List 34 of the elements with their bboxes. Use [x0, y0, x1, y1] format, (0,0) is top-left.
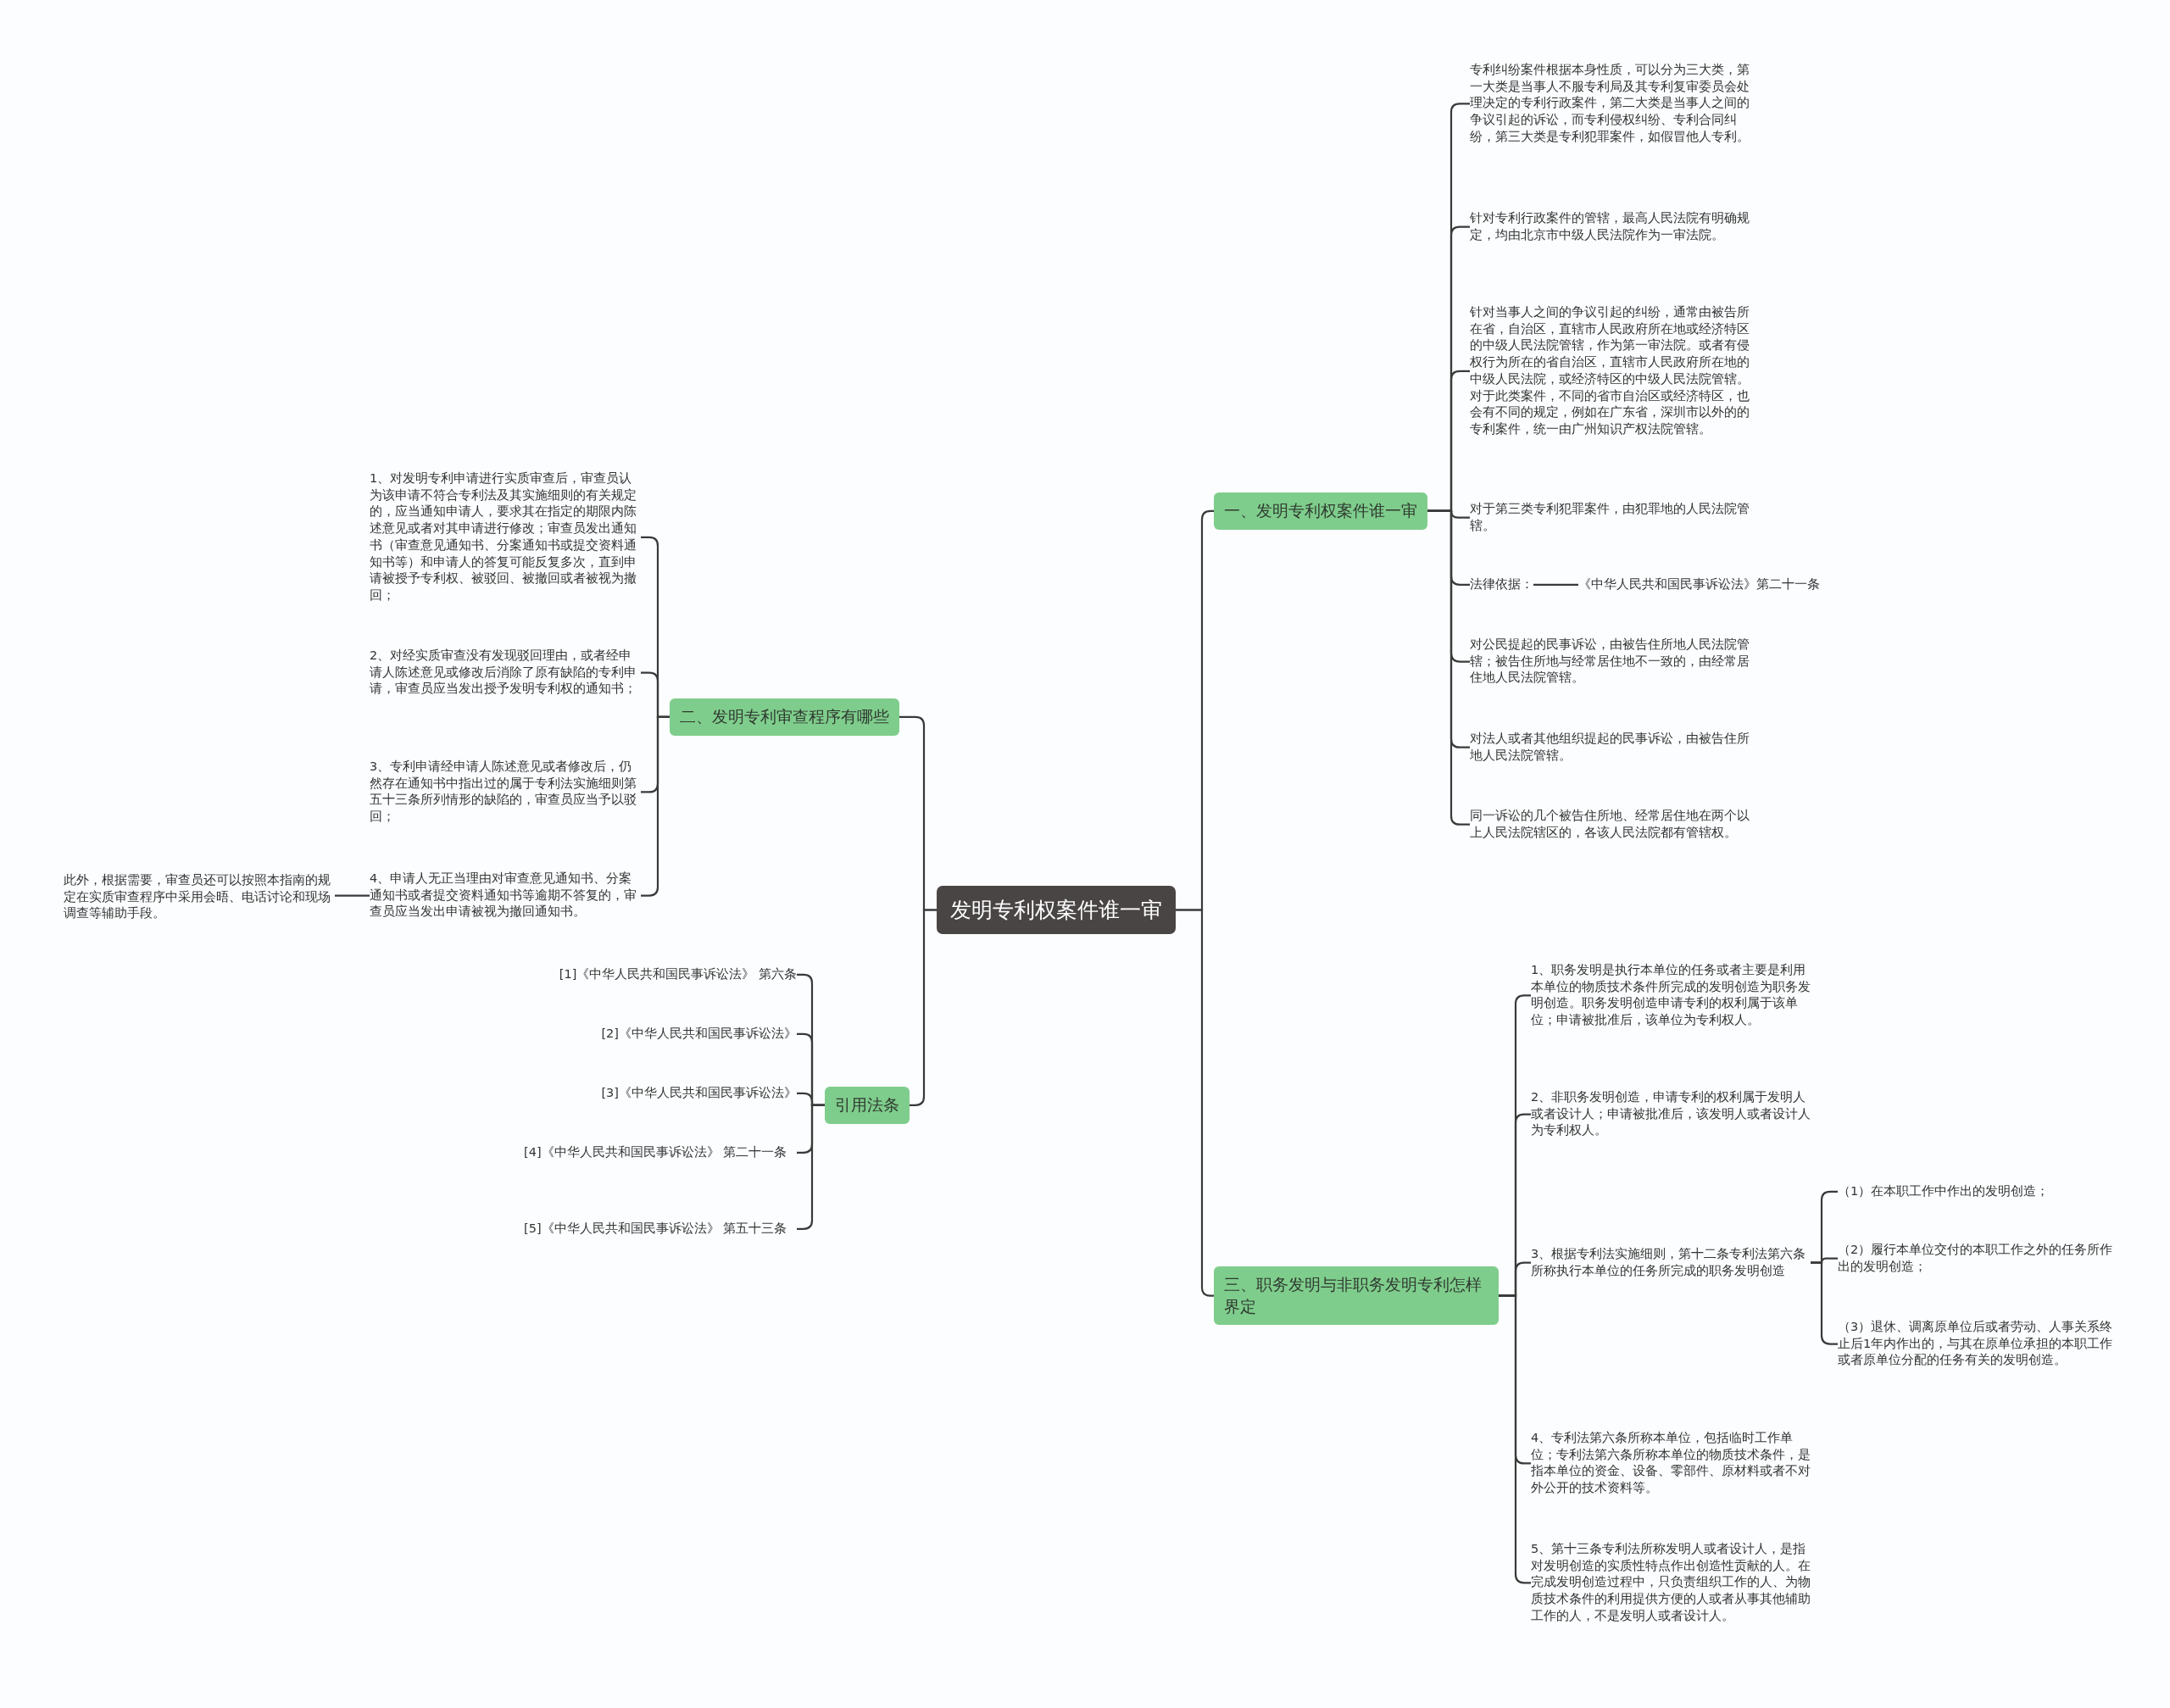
note-text: 4、申请人无正当理由对审查意见通知书、分案通知书或者提交资料通知书等逾期不答复的，审查员应当发出申请被视为撤回通知书。	[370, 871, 641, 921]
topic-box: 一、发明专利权案件谁一审	[1214, 492, 1427, 530]
note-text: [3]《中华人民共和国民事诉讼法》	[601, 1085, 797, 1102]
topic-box: 引用法条	[825, 1087, 910, 1124]
note-text: [1]《中华人民共和国民事诉讼法》 第六条	[559, 966, 797, 983]
note-text: （2）履行本单位交付的本职工作之外的任务所作出的发明创造；	[1838, 1242, 2117, 1276]
topic-box: 三、职务发明与非职务发明专利怎样界定	[1214, 1266, 1499, 1326]
note-text: 1、职务发明是执行本单位的任务或者主要是利用本单位的物质技术条件所完成的发明创造为职务发明创造。职务发明创造申请专利的权利属于该单位；申请被批准后，该单位为专利权人。	[1531, 962, 1811, 1029]
note-text: 对公民提起的民事诉讼，由被告住所地人民法院管辖；被告住所地与经常居住地不一致的，由经常居住地人民法院管辖。	[1470, 637, 1750, 687]
note-text: 3、根据专利法实施细则，第十二条专利法第六条所称执行本单位的任务所完成的职务发明创造	[1531, 1246, 1811, 1280]
note-text: [4]《中华人民共和国民事诉讼法》 第二十一条	[524, 1144, 797, 1161]
note-text: 2、非职务发明创造，申请专利的权利属于发明人或者设计人；申请被批准后，该发明人或者设计人为专利权人。	[1531, 1089, 1811, 1140]
note-text: 2、对经实质审查没有发现驳回理由，或者经申请人陈述意见或修改后消除了原有缺陷的专利申请，审查员应当发出授予发明专利权的通知书；	[370, 648, 641, 698]
note-text: [2]《中华人民共和国民事诉讼法》	[601, 1026, 797, 1043]
topic-box: 二、发明专利审查程序有哪些	[670, 698, 899, 736]
connector-line	[335, 894, 370, 897]
note-text: 同一诉讼的几个被告住所地、经常居住地在两个以上人民法院辖区的，各该人民法院都有管辖权。	[1470, 808, 1750, 842]
note-text: （1）在本职工作中作出的发明创造；	[1838, 1183, 2117, 1200]
note-text: 专利纠纷案件根据本身性质，可以分为三大类，第一大类是当事人不服专利局及其专利复审委员会处理决定的专利行政案件，第二大类是当事人之间的争议引起的诉讼，而专利侵权纠纷、专利合同纠纷，第三大类是专利犯罪案件，如假冒他人专利。	[1470, 62, 1750, 146]
note-text: 对法人或者其他组织提起的民事诉讼，由被告住所地人民法院管辖。	[1470, 731, 1750, 765]
note-text: 4、专利法第六条所称本单位，包括临时工作单位；专利法第六条所称本单位的物质技术条件，是指本单位的资金、设备、零部件、原材料或者不对外公开的技术资料等。	[1531, 1430, 1811, 1497]
connector-line	[1533, 583, 1578, 586]
note-text: 1、对发明专利申请进行实质审查后，审查员认为该申请不符合专利法及其实施细则的有关规定的，应当通知申请人，要求其在指定的期限内陈述意见或者对其申请进行修改；审查员发出通知书（审查意见通知书、分案通知书或提交资料通知书等）和申请人的答复可能反复多次，直到申请被授予专利权、被驳回、被撤回或者被视为撤回；	[370, 470, 641, 604]
note-text: 对于第三类专利犯罪案件，由犯罪地的人民法院管辖。	[1470, 501, 1750, 535]
central-topic: 发明专利权案件谁一审	[937, 886, 1176, 934]
note-text: 《中华人民共和国民事诉讼法》第二十一条	[1578, 576, 1820, 593]
note-text: 针对专利行政案件的管辖，最高人民法院有明确规定，均由北京市中级人民法院作为一审法院。	[1470, 210, 1750, 244]
note-text: 法律依据：	[1470, 576, 1533, 593]
note-text: （3）退休、调离原单位后或者劳动、人事关系终止后1年内作出的，与其在原单位承担的本职工作或者原单位分配的任务有关的发明创造。	[1838, 1319, 2117, 1370]
note-text: 3、专利申请经申请人陈述意见或者修改后，仍然存在通知书中指出过的属于专利法实施细则第五十三条所列情形的缺陷的，审查员应当予以驳回；	[370, 759, 641, 826]
note-text: [5]《中华人民共和国民事诉讼法》 第五十三条	[524, 1221, 797, 1238]
note-text: 针对当事人之间的争议引起的纠纷，通常由被告所在省，自治区，直辖市人民政府所在地或经济特区的中级人民法院管辖，作为第一审法院。或者有侵权行为所在的省自治区，直辖市人民政府所在地的中级人民法院，或经济特区的中级人民法院管辖。对于此类案件，不同的省市自治区或经济特区，也会有不同的规定，例如在广东省，深圳市以外的的专利案件，统一由广州知识产权法院管辖。	[1470, 304, 1750, 438]
note-text: 此外，根据需要，审查员还可以按照本指南的规定在实质审查程序中采用会晤、电话讨论和现场调查等辅助手段。	[64, 872, 335, 923]
note-text: 5、第十三条专利法所称发明人或者设计人，是指对发明创造的实质性特点作出创造性贡献的人。在完成发明创造过程中，只负责组织工作的人、为物质技术条件的利用提供方便的人或者从事其他辅助工作的人，不是发明人或者设计人。	[1531, 1541, 1811, 1625]
